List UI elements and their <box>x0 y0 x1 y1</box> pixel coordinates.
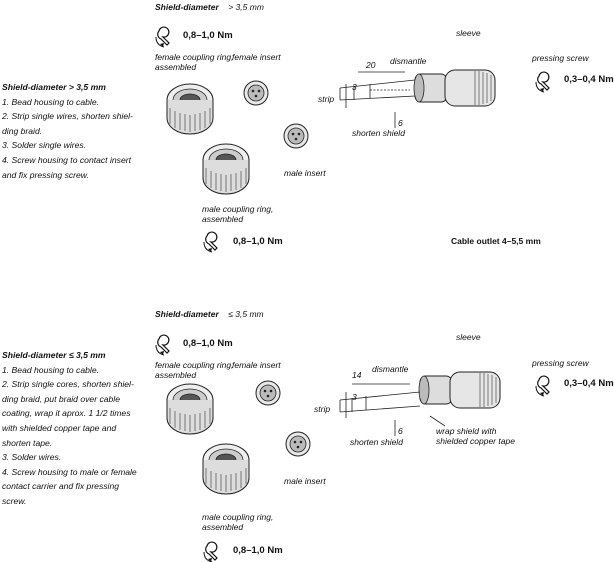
upper-instructions-title: Shield-diameter > 3,5 mm <box>2 82 106 92</box>
upper-torque-top: 0,8–1,0 Nm <box>183 30 233 41</box>
lower-strip-label: strip <box>314 404 331 414</box>
lower-step: shorten tape. <box>2 437 53 448</box>
upper-dim-20: 20 <box>366 60 376 70</box>
upper-male-ring-label: male coupling ring,assembled <box>202 204 274 224</box>
lower-torque-top: 0,8–1,0 Nm <box>183 338 233 349</box>
lower-torque-right: 0,3–0,4 Nm <box>564 378 614 389</box>
lower-shorten-shield-label: shorten shield <box>350 437 403 447</box>
upper-step: 2. Strip single wires, shorten shiel- <box>2 111 133 122</box>
upper-step: 4. Screw housing to contact insert <box>2 154 131 165</box>
lower-step: coating, wrap it aprox. 1 1/2 times <box>2 408 131 419</box>
lower-dismantle-label: dismantle <box>372 364 409 374</box>
upper-male-insert-label: male insert <box>284 168 326 178</box>
upper-female-ring-label: female coupling ring,assembled <box>155 52 234 72</box>
lower-instructions-title: Shield-diameter ≤ 3,5 mm <box>2 350 106 360</box>
lower-step: 4. Screw housing to male or female <box>2 466 137 477</box>
lower-torque-bottom: 0,8–1,0 Nm <box>233 545 283 556</box>
upper-step: ding braid. <box>2 125 43 136</box>
upper-step: 3. Solder single wires. <box>2 140 87 151</box>
lower-dim-3: 3 <box>352 392 357 402</box>
upper-sleeve-label: sleeve <box>456 28 481 38</box>
lower-female-ring-label: female coupling ring,assembled <box>155 360 234 380</box>
lower-step: screw. <box>2 495 27 506</box>
lower-female-insert-label: female insert <box>232 360 281 370</box>
upper-shorten-shield-label: shorten shield <box>352 128 405 138</box>
lower-step: 1. Bead housing to cable. <box>2 364 99 375</box>
cable-outlet-label: Cable outlet 4–5,5 mm <box>451 236 541 246</box>
lower-step: contact carrier and fix pressing <box>2 481 120 492</box>
upper-dim-6: 6 <box>398 118 403 128</box>
lower-sleeve-label: sleeve <box>456 332 481 342</box>
upper-dim-3: 3 <box>352 82 357 92</box>
upper-step: 1. Bead housing to cable. <box>2 96 99 107</box>
lower-instructions: Shield-diameter ≤ 3,5 mm 1. Bead housing… <box>2 348 152 509</box>
lower-step: 3. Solder wires. <box>2 452 62 463</box>
lower-male-ring-label: male coupling ring,assembled <box>202 512 274 532</box>
upper-strip-label: strip <box>318 94 335 104</box>
upper-header: Shield-diameter > 3,5 mm <box>155 2 264 12</box>
upper-torque-bottom: 0,8–1,0 Nm <box>233 236 283 247</box>
lower-step: with shielded copper tape and <box>2 422 117 433</box>
lower-pressing-screw-label: pressing screw <box>532 358 589 368</box>
upper-torque-right: 0,3–0,4 Nm <box>564 74 614 85</box>
lower-male-insert-label: male insert <box>284 476 326 486</box>
upper-dismantle-label: dismantle <box>390 56 427 66</box>
upper-instructions: Shield-diameter > 3,5 mm 1. Bead housing… <box>2 80 152 182</box>
upper-step: and fix pressing screw. <box>2 169 89 180</box>
lower-step: 2. Strip single cores, shorten shiel- <box>2 379 134 390</box>
upper-pressing-screw-label: pressing screw <box>532 53 589 63</box>
lower-header: Shield-diameter ≤ 3,5 mm <box>155 309 264 319</box>
lower-dim-14: 14 <box>352 370 362 380</box>
upper-female-insert-label: female insert <box>232 52 281 62</box>
lower-dim-6: 6 <box>398 426 403 436</box>
lower-step: ding braid, put braid over cable <box>2 393 121 404</box>
